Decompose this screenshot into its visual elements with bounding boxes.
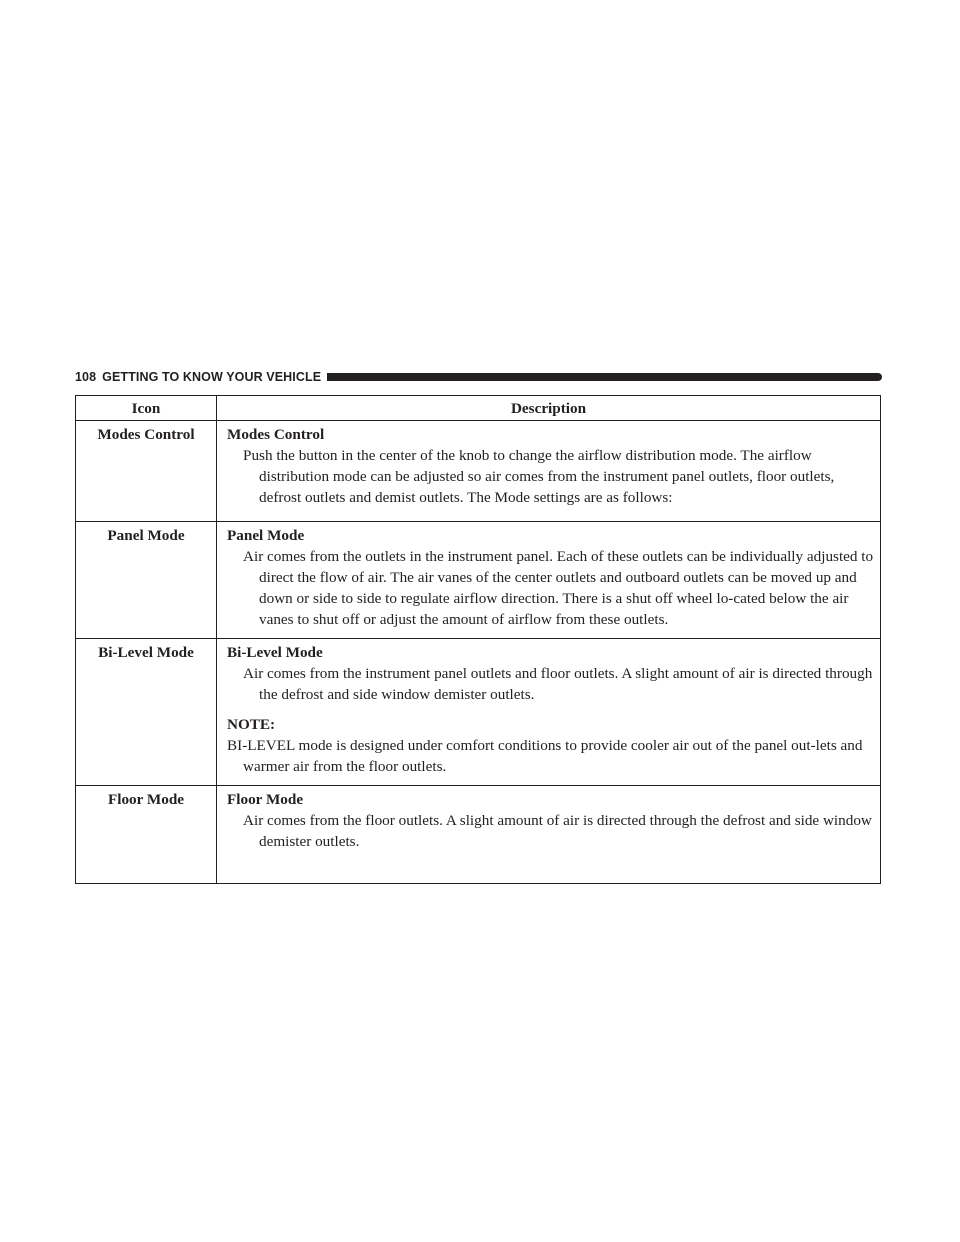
table-row-panel-mode: Panel Mode Panel Mode Air comes from the…: [75, 521, 881, 639]
column-header-icon: Icon: [75, 395, 217, 421]
description-cell-modes-control: Modes Control Push the button in the cen…: [216, 420, 881, 522]
modes-table: Icon Description Modes Control Modes Con…: [75, 395, 881, 884]
table-header-row: Icon Description: [75, 395, 881, 421]
entry-body: Air comes from the instrument panel outl…: [243, 665, 873, 703]
header-rule: [327, 373, 882, 381]
page-header: 108 GETTING TO KNOW YOUR VEHICLE: [75, 369, 882, 385]
table-row-modes-control: Modes Control Modes Control Push the but…: [75, 420, 881, 522]
description-cell-floor-mode: Floor Mode Air comes from the floor outl…: [216, 785, 881, 884]
entry-title: Floor Mode: [227, 791, 304, 808]
icon-cell-panel-mode: Panel Mode: [75, 521, 217, 639]
note-label: NOTE:: [227, 716, 276, 733]
note-body: BI-LEVEL mode is designed under comfort …: [227, 737, 863, 775]
entry-title: Modes Control: [227, 426, 325, 443]
entry-body: Air comes from the floor outlets. A slig…: [243, 812, 872, 850]
icon-cell-floor-mode: Floor Mode: [75, 785, 217, 884]
entry-body: Push the button in the center of the kno…: [243, 447, 835, 506]
entry-body: Air comes from the outlets in the instru…: [243, 548, 874, 628]
entry-title: Panel Mode: [227, 527, 305, 544]
column-header-description: Description: [216, 395, 881, 421]
icon-cell-modes-control: Modes Control: [75, 420, 217, 522]
description-cell-bi-level-mode: Bi-Level Mode Air comes from the instrum…: [216, 638, 881, 786]
table-row-bi-level-mode: Bi-Level Mode Bi-Level Mode Air comes fr…: [75, 638, 881, 786]
page-number: 108: [75, 370, 97, 384]
description-cell-panel-mode: Panel Mode Air comes from the outlets in…: [216, 521, 881, 639]
entry-title: Bi-Level Mode: [227, 644, 323, 661]
icon-cell-bi-level-mode: Bi-Level Mode: [75, 638, 217, 786]
table-row-floor-mode: Floor Mode Floor Mode Air comes from the…: [75, 785, 881, 884]
section-title: GETTING TO KNOW YOUR VEHICLE: [102, 370, 322, 384]
